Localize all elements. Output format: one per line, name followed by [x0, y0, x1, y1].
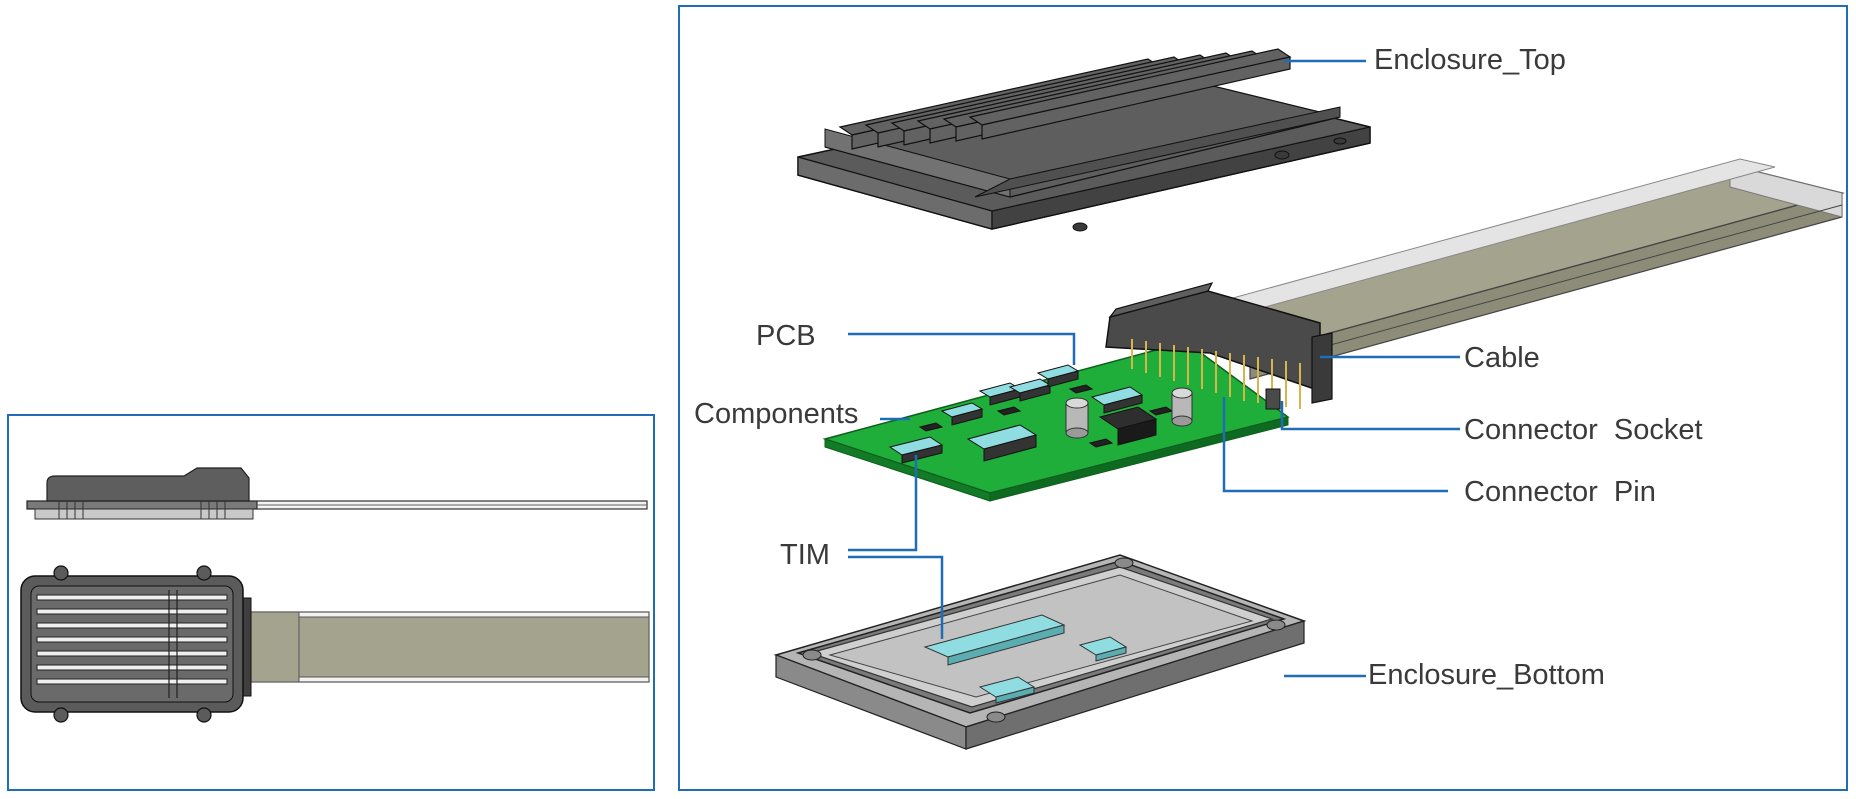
label-components: Components [694, 398, 858, 430]
connector-socket [1105, 282, 1333, 410]
exploded-view-panel: Enclosure_Top PCB Components Cable Conne… [678, 5, 1848, 791]
cable [1134, 158, 1845, 380]
label-pcb: PCB [756, 320, 816, 352]
leader-tim-bottom [848, 555, 944, 639]
views-panel [7, 414, 655, 791]
enclosure-top [797, 48, 1371, 232]
side-view [26, 467, 648, 520]
capacitors [1065, 387, 1193, 439]
pcb-components [888, 364, 1193, 464]
exploded-assembly: Enclosure_Top PCB Components Cable Conne… [694, 44, 1845, 750]
label-connector-socket: Connector Socket [1464, 414, 1703, 446]
leader-connector-socket [1280, 401, 1460, 431]
leader-pcb [848, 332, 1076, 365]
pcb [822, 341, 1290, 502]
leader-tim-top [848, 455, 918, 552]
label-cable: Cable [1464, 342, 1540, 374]
label-enclosure-top: Enclosure_Top [1374, 44, 1566, 76]
leader-lines [848, 59, 1460, 678]
label-tim: TIM [780, 539, 830, 571]
orthographic-views [20, 467, 650, 723]
label-enclosure-bottom: Enclosure_Bottom [1368, 659, 1605, 691]
label-connector-pin: Connector Pin [1464, 476, 1656, 508]
top-view [20, 565, 650, 723]
enclosure-bottom [773, 554, 1307, 750]
leader-connector-pin [1222, 397, 1448, 493]
